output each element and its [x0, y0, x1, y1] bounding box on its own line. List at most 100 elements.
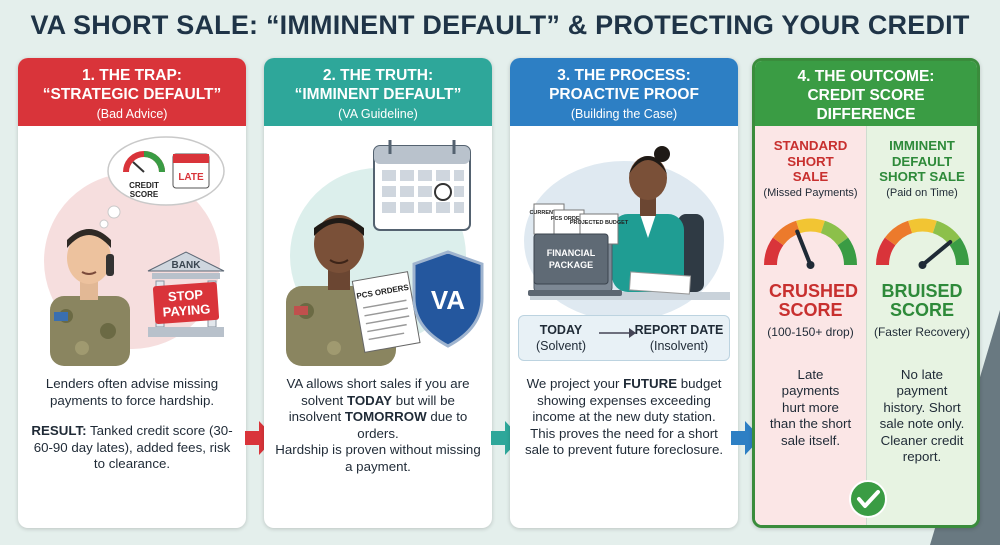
shield-label: VA: [431, 285, 465, 315]
panel-subheading: (Bad Advice): [96, 107, 168, 121]
sign-text: STOP: [167, 287, 203, 304]
advisor-icon: [612, 146, 684, 292]
panel-truth: 2. THE TRUTH: “IMMINENT DEFAULT” (VA Gui…: [264, 58, 492, 528]
column-note: Late payments hurt more than the short s…: [769, 366, 852, 448]
bank-icon: BANK STOP PAYING: [147, 251, 225, 337]
gauge-icon: [876, 218, 969, 269]
gauge-segment: [772, 220, 801, 246]
doc-label: CURRENT LES: [529, 210, 568, 216]
bank-label: BANK: [172, 260, 202, 271]
truth-text-2: Hardship is proven without missing a pay…: [275, 442, 481, 474]
folder-icon: CURRENT LES PCS ORDERS PROJECTED BUDGET …: [529, 203, 629, 285]
arrow-right-icon: [245, 421, 275, 455]
gauge-segment: [796, 218, 825, 233]
truth-illustration: PCS ORDERS VA: [286, 140, 484, 366]
process-text-2: This proves the need for a short sale to…: [524, 425, 724, 458]
process-text-part: budget showing expenses exceeding income…: [532, 376, 722, 425]
pcs-orders-icon: PCS ORDERS: [351, 271, 421, 353]
gauge-segment: [764, 237, 784, 265]
score-label: BRUISED SCORE: [881, 280, 963, 320]
result-label: RESULT:: [31, 423, 87, 439]
timeline-report-date: REPORT DATE (Insolvent): [633, 322, 725, 354]
truth-description: VA allows short sales if you are solvent…: [274, 376, 482, 476]
score-note: (Faster Recovery): [873, 324, 971, 339]
panel-outcome: 4. THE OUTCOME: CREDIT SCORE DIFFERENCE …: [752, 58, 980, 528]
gauge-segment: [932, 220, 961, 246]
panel-heading: “IMMINENT DEFAULT”: [294, 86, 462, 103]
check-icon: [849, 480, 887, 518]
panel-trap: 1. THE TRAP: “STRATEGIC DEFAULT” (Bad Ad…: [18, 58, 246, 528]
truth-text: VA allows short sales if you are solvent…: [274, 376, 482, 442]
truth-text-part: due to orders.: [357, 409, 468, 441]
panel-subheading: (VA Guideline): [338, 107, 418, 121]
gauge-segment: [837, 237, 857, 265]
gauge-icon: [764, 218, 857, 269]
gauge-needle: [920, 239, 953, 267]
timeline-report-label: REPORT DATE: [634, 323, 724, 337]
thought-bubble-icon: CREDIT SCORE LATE: [99, 136, 225, 229]
trap-text: Lenders often advise missing payments to…: [45, 376, 219, 408]
process-text: We project your FUTURE budget showing ex…: [520, 376, 728, 426]
timeline-today-label: TODAY: [539, 323, 583, 337]
panel-heading: CREDIT SCORE: [807, 87, 925, 104]
timeline-arrow-icon: [599, 328, 636, 338]
process-text-future: FUTURE: [623, 376, 678, 391]
arrow-right-icon: [491, 421, 521, 455]
doc-label: PROJECTED BUDGET: [570, 220, 629, 226]
imminent-default-column: IMMINENT DEFAULT SHORT SALE (Paid on Tim…: [866, 126, 977, 525]
gauge-segment: [949, 237, 969, 265]
truth-text-today: TODAY: [346, 392, 393, 408]
doc-label: PCS ORDERS: [551, 216, 588, 222]
thought-label: CREDIT: [129, 181, 159, 190]
gauge-segment: [884, 220, 913, 246]
panel-heading: DIFFERENCE: [816, 106, 916, 123]
panel-step: 3. THE PROCESS:: [557, 67, 691, 84]
column-title: STANDARD SHORT SALE: [773, 138, 848, 184]
truth-text-part: VA allows short sales if you are solvent: [286, 376, 470, 408]
truth-text-tomorrow: TOMORROW: [344, 409, 427, 425]
trap-description: Lenders often advise missing payments to…: [28, 376, 236, 473]
trap-illustration: CREDIT SCORE LATE BANK: [44, 136, 225, 366]
panel-step: 4. THE OUTCOME:: [797, 68, 935, 85]
process-illustration: CURRENT LES PCS ORDERS PROJECTED BUDGET …: [524, 146, 730, 321]
va-shield-icon: VA: [412, 250, 484, 348]
gauge-segment: [908, 218, 937, 233]
panel-heading: PROACTIVE PROOF: [549, 86, 699, 103]
truth-text-part: but will be insolvent: [288, 392, 455, 425]
folder-label: FINANCIAL: [547, 248, 596, 258]
calendar-icon: [373, 140, 471, 231]
gauge-segment: [820, 220, 849, 246]
timeline-today-status: (Solvent): [535, 339, 587, 353]
panel-process: 3. THE PROCESS: PROACTIVE PROOF (Buildin…: [510, 58, 738, 528]
panel-step: 2. THE TRUTH:: [322, 67, 434, 84]
solvency-timeline: TODAY (Solvent) REPORT DATE (Insolvent): [518, 315, 730, 361]
panel-header-process: 3. THE PROCESS: PROACTIVE PROOF (Buildin…: [510, 58, 738, 126]
arrow-right-icon: [731, 421, 761, 455]
process-description: We project your FUTURE budget showing ex…: [520, 376, 728, 459]
panel-subheading: (Building the Case): [570, 107, 678, 121]
folder-label: PACKAGE: [549, 260, 593, 270]
column-subtitle: (Paid on Time): [886, 186, 958, 199]
soldier-phone-icon: [50, 229, 130, 366]
thought-label: SCORE: [130, 190, 159, 199]
panel-heading: “STRATEGIC DEFAULT”: [42, 86, 222, 103]
gauge-hub: [918, 260, 927, 269]
panel-step: 1. THE TRAP:: [82, 67, 182, 84]
gauge-needle: [795, 229, 813, 267]
score-note: (100-150+ drop): [767, 324, 854, 339]
late-label: LATE: [178, 172, 204, 183]
column-title: IMMINENT DEFAULT SHORT SALE: [879, 138, 965, 184]
gauge-segment: [876, 237, 896, 265]
panel-header-outcome: 4. THE OUTCOME: CREDIT SCORE DIFFERENCE: [755, 61, 977, 126]
score-label: CRUSHED SCORE: [769, 280, 859, 320]
page-title: VA SHORT SALE: “IMMINENT DEFAULT” & PROT…: [30, 10, 970, 40]
panel-header-truth: 2. THE TRUTH: “IMMINENT DEFAULT” (VA Gui…: [264, 58, 492, 126]
panel-header-trap: 1. THE TRAP: “STRATEGIC DEFAULT” (Bad Ad…: [18, 58, 246, 126]
column-note: No late payment history. Short sale note…: [879, 366, 965, 465]
standard-short-sale-column: STANDARD SHORT SALE (Missed Payments) CR…: [755, 126, 866, 525]
result-text: Tanked credit score (30-60-90 day lates)…: [33, 423, 233, 472]
timeline-report-status: (Insolvent): [649, 339, 709, 353]
trap-result: RESULT: Tanked credit score (30-60-90 da…: [28, 423, 236, 473]
process-text-part: We project your: [526, 376, 624, 391]
gauge-hub: [806, 260, 815, 269]
